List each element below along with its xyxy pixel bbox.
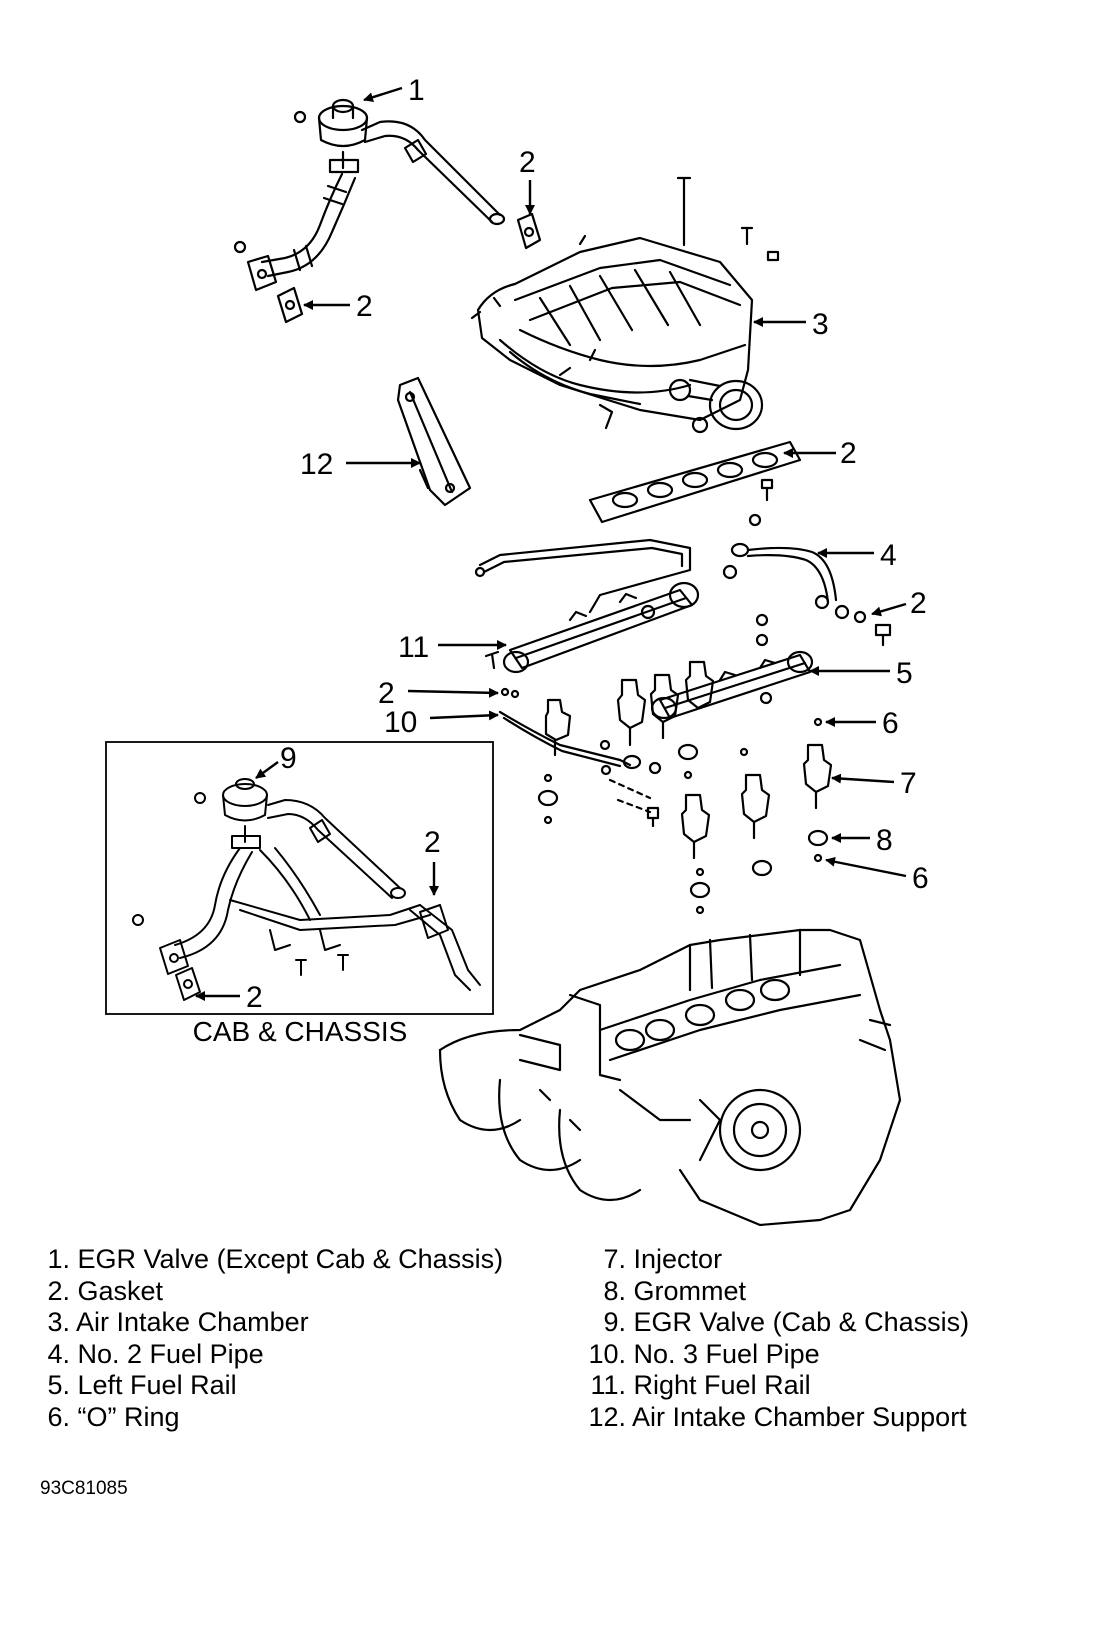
callout-2: 2 bbox=[840, 437, 857, 470]
legend-item: 8. Grommet bbox=[574, 1276, 969, 1308]
legend-text: Right Fuel Rail bbox=[633, 1370, 811, 1400]
bolt-part bbox=[676, 176, 692, 247]
callout-9: 9 bbox=[280, 742, 297, 775]
legend-item: 10. No. 3 Fuel Pipe bbox=[574, 1339, 969, 1371]
legend-number: 4. bbox=[47, 1338, 70, 1369]
legend-number: 5. bbox=[47, 1370, 70, 1400]
legend-left: 1. EGR Valve (Except Cab & Chassis) 2. G… bbox=[34, 1244, 503, 1433]
nut-part bbox=[748, 513, 762, 527]
legend-text: “O” Ring bbox=[77, 1401, 180, 1432]
callout-6: 6 bbox=[912, 862, 929, 895]
callout-11: 11 bbox=[398, 631, 429, 664]
callout-10: 10 bbox=[384, 706, 417, 739]
callout-1: 1 bbox=[408, 74, 425, 107]
legend-number: 10. bbox=[588, 1338, 626, 1369]
callout-4: 4 bbox=[880, 539, 897, 572]
callout-2: 2 bbox=[424, 826, 441, 859]
bolt-part bbox=[740, 226, 754, 246]
legend-number: 8. bbox=[603, 1275, 626, 1306]
legend-right: 7. Injector 8. Grommet 9. EGR Valve (Cab… bbox=[574, 1244, 969, 1433]
legend-item: 7. Injector bbox=[574, 1244, 969, 1276]
inset-caption: CAB & CHASSIS bbox=[192, 1016, 408, 1047]
callout-6: 6 bbox=[882, 707, 899, 740]
nut-part bbox=[853, 610, 867, 624]
legend-number: 2. bbox=[47, 1275, 70, 1306]
legend-text: EGR Valve (Except Cab & Chassis) bbox=[77, 1244, 504, 1274]
cab-chassis-inset-box bbox=[105, 741, 494, 1015]
engine-block-drawing bbox=[438, 928, 902, 1227]
legend-item: 1. EGR Valve (Except Cab & Chassis) bbox=[34, 1244, 503, 1276]
legend-number: 11. bbox=[590, 1370, 626, 1400]
legend-text: No. 3 Fuel Pipe bbox=[633, 1338, 820, 1369]
air-intake-chamber-drawing bbox=[470, 234, 764, 434]
callout-arrows bbox=[195, 86, 907, 1001]
figure-code: 93C81085 bbox=[40, 1478, 128, 1499]
no3-fuel-pipe-drawing bbox=[498, 710, 662, 775]
bolt-part bbox=[760, 478, 774, 502]
callout-12: 12 bbox=[300, 448, 333, 481]
legend-text: EGR Valve (Cab & Chassis) bbox=[633, 1307, 970, 1337]
bolt-part bbox=[484, 650, 500, 670]
callout-2: 2 bbox=[246, 981, 263, 1014]
legend-item: 9. EGR Valve (Cab & Chassis) bbox=[574, 1307, 969, 1339]
legend-number: 12. bbox=[588, 1401, 626, 1432]
legend-text: Grommet bbox=[633, 1275, 747, 1306]
legend-text: Air Intake Chamber Support bbox=[632, 1401, 967, 1432]
injector-drawings bbox=[544, 660, 833, 860]
fuel-pipe-drawing bbox=[474, 538, 692, 614]
callout-8: 8 bbox=[876, 824, 893, 857]
legend-item: 2. Gasket bbox=[34, 1276, 503, 1308]
legend-text: Left Fuel Rail bbox=[77, 1370, 237, 1400]
legend-item: 12. Air Intake Chamber Support bbox=[574, 1402, 969, 1434]
legend-item: 3. Air Intake Chamber bbox=[34, 1307, 503, 1339]
legend-text: Gasket bbox=[77, 1275, 164, 1306]
callout-5: 5 bbox=[896, 657, 913, 690]
callout-2: 2 bbox=[910, 587, 927, 620]
callout-7: 7 bbox=[900, 767, 917, 800]
legend-text: Air Intake Chamber bbox=[76, 1307, 309, 1337]
chamber-support-drawing bbox=[396, 376, 472, 507]
intake-gasket-drawing bbox=[588, 440, 802, 524]
gasket-drawing bbox=[516, 212, 542, 250]
right-fuel-rail-drawing bbox=[502, 581, 700, 674]
no2-fuel-pipe-drawing bbox=[722, 542, 850, 620]
nut-part bbox=[233, 240, 247, 254]
legend-number: 9. bbox=[603, 1307, 626, 1337]
legend-number: 6. bbox=[47, 1401, 70, 1432]
legend-number: 1. bbox=[47, 1244, 70, 1274]
legend-text: No. 2 Fuel Pipe bbox=[77, 1338, 264, 1369]
legend-item: 11. Right Fuel Rail bbox=[574, 1370, 969, 1402]
o-ring-grommet-drawings bbox=[537, 717, 829, 915]
callout-3: 3 bbox=[812, 308, 829, 341]
callout-2: 2 bbox=[519, 146, 536, 179]
callout-2: 2 bbox=[378, 677, 395, 710]
nut-part bbox=[766, 250, 780, 262]
nut-part bbox=[293, 110, 307, 124]
legend-item: 4. No. 2 Fuel Pipe bbox=[34, 1339, 503, 1371]
legend-number: 3. bbox=[47, 1307, 70, 1337]
egr-valve-drawing bbox=[246, 98, 506, 292]
cab-chassis-egr-drawing bbox=[132, 778, 481, 1001]
legend-text: Injector bbox=[633, 1244, 723, 1274]
legend-item: 6. “O” Ring bbox=[34, 1402, 503, 1434]
callout-2: 2 bbox=[356, 290, 373, 323]
legend-item: 5. Left Fuel Rail bbox=[34, 1370, 503, 1402]
gasket-drawing bbox=[276, 286, 304, 324]
legend-number: 7. bbox=[603, 1244, 626, 1274]
bolt-part bbox=[874, 623, 892, 647]
